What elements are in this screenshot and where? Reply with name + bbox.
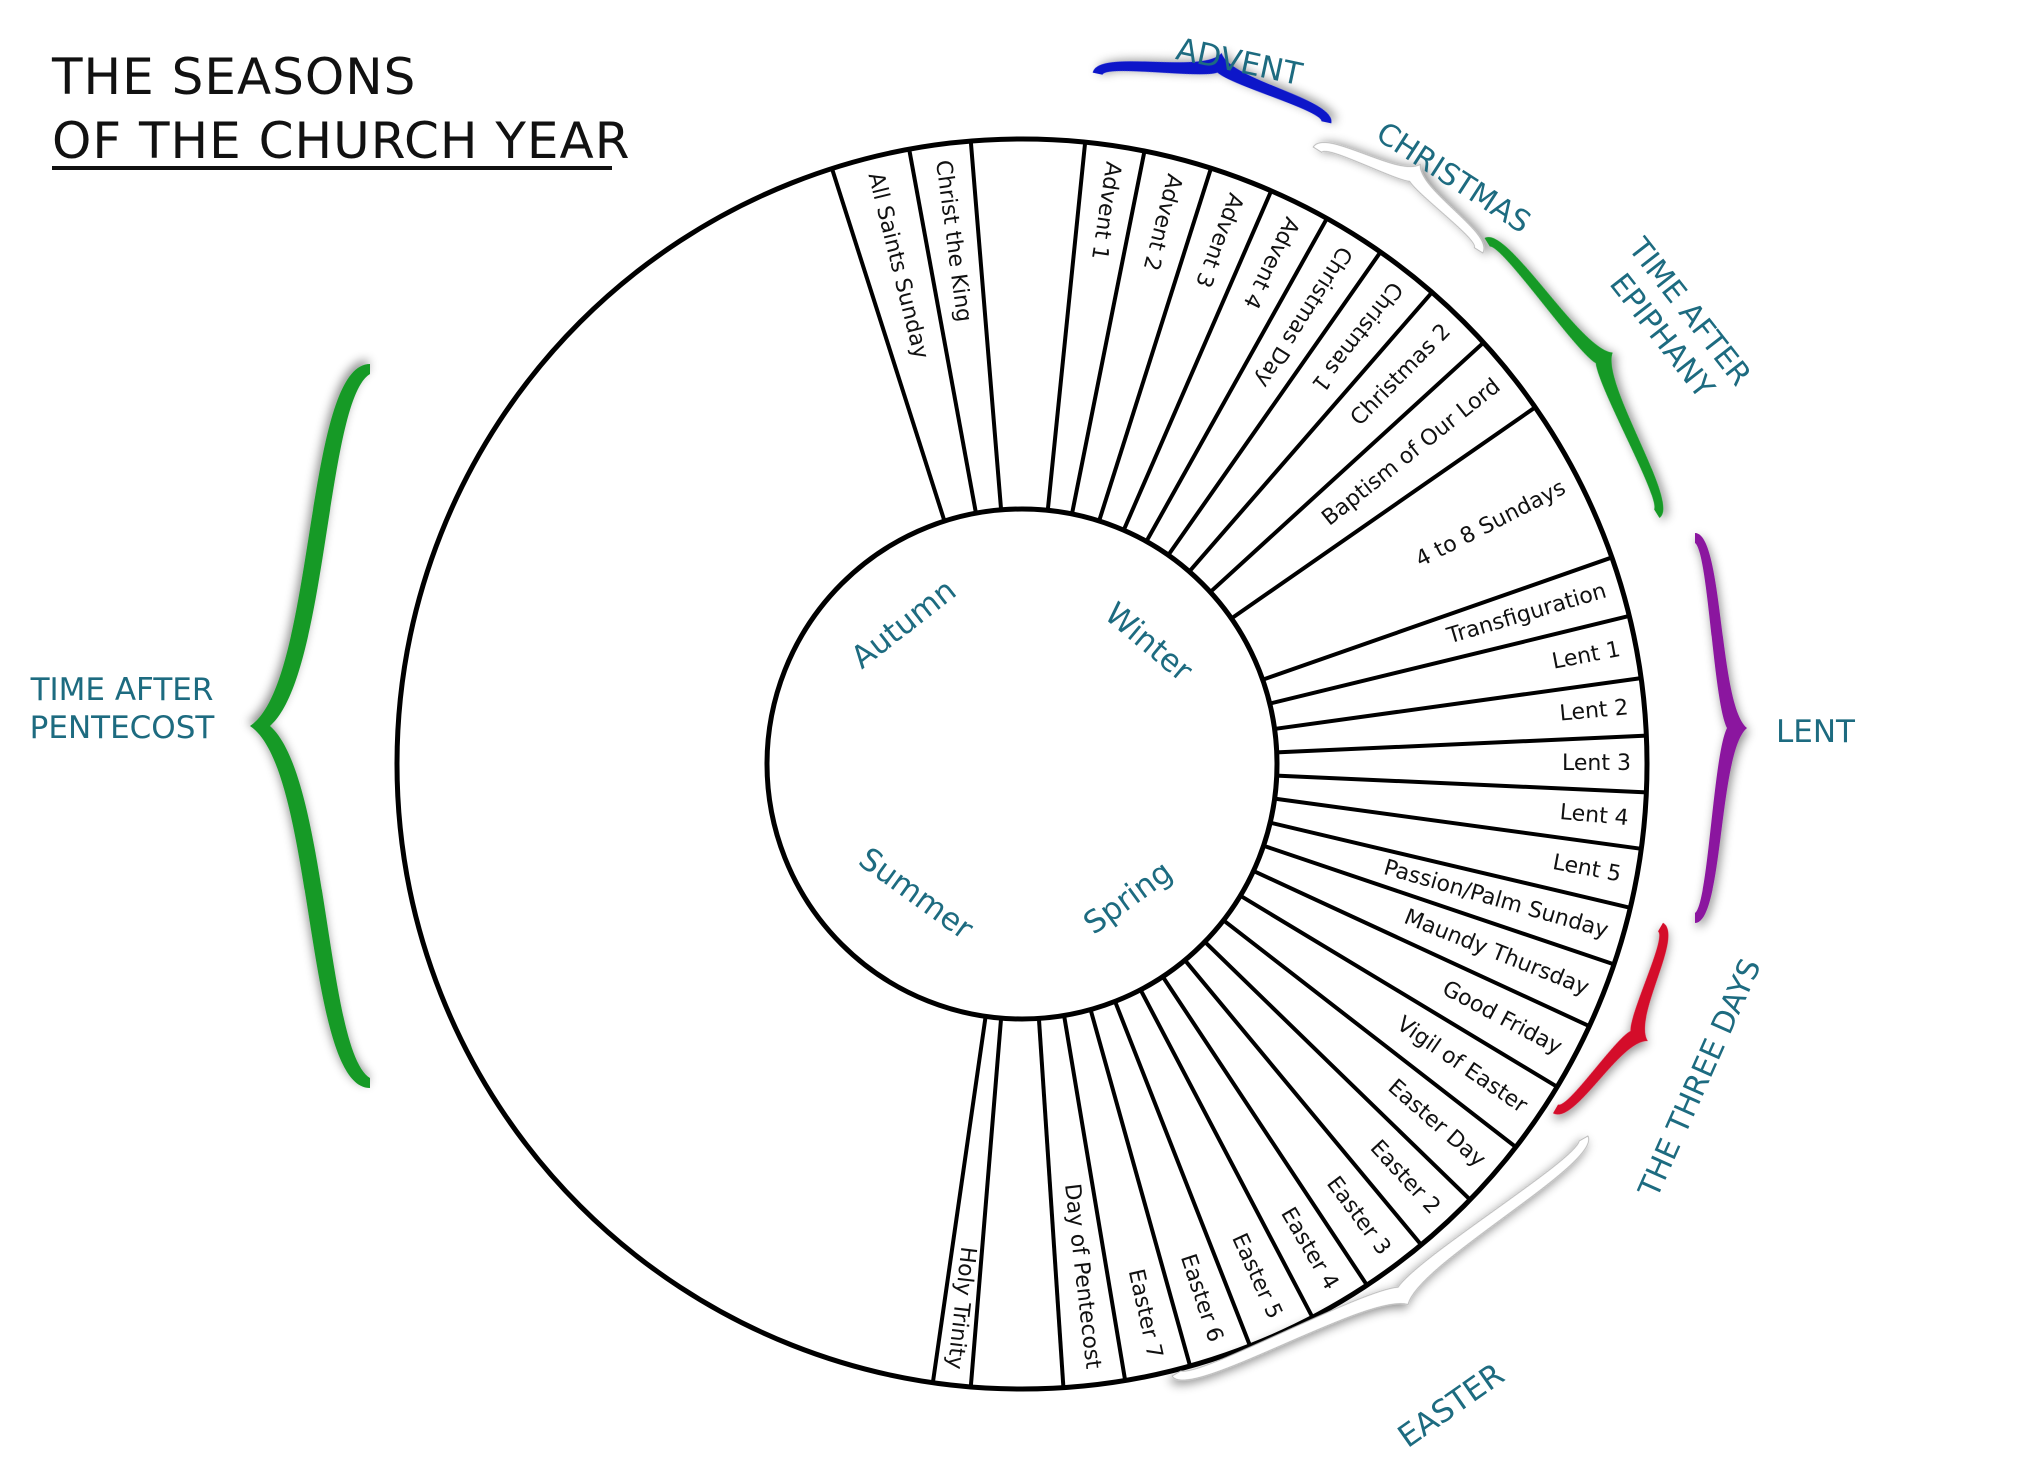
segment-divider: [1070, 150, 1147, 515]
segment-divider: [1262, 843, 1615, 967]
segment-divider: [1276, 773, 1647, 795]
segment-divider: [1121, 190, 1274, 531]
segment-divider: [1274, 796, 1642, 851]
segment-divider: [1144, 217, 1329, 543]
segment-divider: [1269, 820, 1631, 910]
segment-divider: [1208, 341, 1485, 594]
segment-divider: [930, 1016, 988, 1383]
segment-divider: [1088, 1009, 1193, 1367]
segment-divider: [968, 1017, 1004, 1388]
easter-brace: [1171, 1135, 1590, 1381]
segment-divider: [1262, 555, 1613, 682]
segment-divider: [1239, 894, 1559, 1089]
pentecost-label-line2: PENTECOST: [30, 710, 216, 746]
three-days-brace: [1553, 922, 1669, 1115]
easter-label: EASTER: [1392, 1356, 1511, 1455]
lent-brace: [1695, 533, 1747, 923]
segment-label: Lent 4: [1559, 800, 1630, 831]
segment-divider: [1203, 940, 1472, 1202]
segment-dividers: [830, 140, 1647, 1388]
title-line-2: OF THE CHURCH YEAR: [52, 112, 631, 170]
pentecost-brace: [250, 364, 370, 1088]
segment-divider: [1097, 167, 1213, 522]
segment-divider: [1269, 614, 1630, 706]
segment-divider: [1230, 405, 1537, 621]
segment-divider: [1062, 1015, 1128, 1381]
segment-divider: [1274, 676, 1642, 731]
segment-divider: [1183, 958, 1423, 1247]
inner-ring: [764, 506, 1280, 1022]
segment-divider: [1138, 988, 1315, 1319]
segment-divider: [1161, 975, 1369, 1287]
segment-divider: [1166, 250, 1383, 557]
segment-label: Lent 3: [1562, 751, 1631, 776]
lent-label: LENT: [1776, 714, 1856, 750]
christmas-brace: [1312, 141, 1485, 254]
segment-divider: [1113, 1000, 1252, 1347]
pentecost-label-line1: TIME AFTER: [30, 672, 214, 708]
title-underline: [52, 166, 612, 170]
segment-divider: [830, 167, 947, 522]
segment-divider: [968, 140, 1004, 511]
title-line-1: THE SEASONS: [52, 48, 417, 106]
segment-divider: [1187, 290, 1434, 573]
segment-divider: [907, 148, 978, 514]
season-braces: [250, 53, 1747, 1381]
segment-divider: [1252, 869, 1591, 1028]
segment-divider: [1045, 141, 1088, 511]
segment-divider: [1036, 1018, 1066, 1388]
segment-divider: [1222, 918, 1518, 1149]
segment-divider: [1276, 733, 1647, 755]
advent-brace: [1092, 53, 1332, 124]
